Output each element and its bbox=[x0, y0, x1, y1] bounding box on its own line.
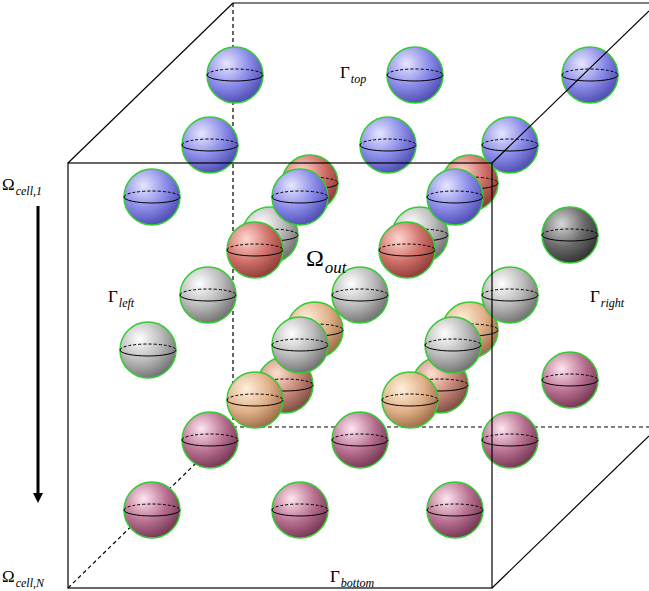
boundary-label: Γ bbox=[330, 568, 340, 585]
cell-sphere bbox=[332, 412, 388, 468]
cell-sphere bbox=[360, 117, 416, 173]
sphere-equator bbox=[382, 400, 438, 406]
sphere-equator bbox=[379, 244, 435, 250]
sphere-equator bbox=[227, 394, 283, 400]
cell-sphere bbox=[387, 47, 443, 103]
sphere-equator bbox=[332, 434, 388, 440]
sphere-equator bbox=[124, 191, 180, 197]
sphere-equator bbox=[387, 69, 443, 75]
cell-sphere bbox=[379, 222, 435, 278]
sphere-equator bbox=[562, 69, 618, 75]
cell-sphere bbox=[120, 322, 176, 378]
sphere-equator bbox=[207, 75, 263, 81]
sphere-equator bbox=[227, 244, 283, 250]
cell-sphere bbox=[227, 372, 283, 428]
cell-sphere bbox=[182, 412, 238, 468]
cell-sphere bbox=[562, 47, 618, 103]
sphere-equator bbox=[272, 510, 328, 516]
cell-sphere bbox=[425, 317, 481, 373]
sphere-equator bbox=[332, 440, 388, 446]
cell-sphere bbox=[482, 267, 538, 323]
cell-sphere bbox=[542, 352, 598, 408]
sphere-equator bbox=[427, 197, 483, 203]
boundary-label-subscript: top bbox=[351, 73, 366, 85]
sphere-equator bbox=[427, 191, 483, 197]
sphere-equator bbox=[272, 339, 328, 345]
sphere-equator bbox=[425, 345, 481, 351]
sphere-equator bbox=[482, 440, 538, 446]
boundary-label: Γ bbox=[108, 288, 118, 305]
boundary-label: Γ bbox=[590, 288, 600, 305]
sphere-equator bbox=[227, 400, 283, 406]
region-label-subscript: out bbox=[325, 259, 347, 276]
sphere-equator bbox=[482, 289, 538, 295]
sphere-equator bbox=[542, 229, 598, 235]
cell-sphere bbox=[272, 317, 328, 373]
sphere-equator bbox=[482, 139, 538, 145]
sphere-equator bbox=[272, 345, 328, 351]
cell-label-subscript: cell,N bbox=[16, 577, 44, 589]
sphere-equator bbox=[124, 197, 180, 203]
cell-sphere bbox=[427, 169, 483, 225]
sphere-equator bbox=[360, 139, 416, 145]
sphere-equator bbox=[562, 75, 618, 81]
boundary-label: Γ bbox=[340, 64, 350, 81]
sphere-equator bbox=[542, 235, 598, 241]
sphere-equator bbox=[182, 139, 238, 145]
region-label: Ω bbox=[306, 246, 324, 270]
sphere-equator bbox=[272, 191, 328, 197]
cell-sphere bbox=[272, 169, 328, 225]
cell-label-subscript: cell,1 bbox=[16, 185, 42, 197]
cell-sphere bbox=[124, 482, 180, 538]
sphere-equator bbox=[120, 344, 176, 350]
cell-sphere bbox=[207, 47, 263, 103]
sphere-equator bbox=[180, 289, 236, 295]
sphere-equator bbox=[180, 295, 236, 301]
sphere-equator bbox=[332, 295, 388, 301]
sphere-equator bbox=[182, 440, 238, 446]
cell-sphere bbox=[182, 117, 238, 173]
sphere-equator bbox=[482, 434, 538, 440]
sphere-equator bbox=[425, 339, 481, 345]
sphere-equator bbox=[542, 380, 598, 386]
cell-sphere bbox=[382, 372, 438, 428]
sphere-equator bbox=[207, 69, 263, 75]
cell-sphere bbox=[180, 267, 236, 323]
cell-sphere bbox=[482, 412, 538, 468]
cell-sphere bbox=[272, 482, 328, 538]
sphere-equator bbox=[272, 197, 328, 203]
sphere-equator bbox=[124, 504, 180, 510]
cell-sphere bbox=[542, 207, 598, 263]
sphere-equator bbox=[379, 250, 435, 256]
boundary-label-subscript: left bbox=[119, 297, 134, 309]
cell-label: Ω bbox=[2, 568, 15, 585]
sphere-equator bbox=[542, 374, 598, 380]
sphere-equator bbox=[387, 75, 443, 81]
sphere-equator bbox=[332, 289, 388, 295]
sphere-equator bbox=[182, 145, 238, 151]
sphere-equator bbox=[124, 510, 180, 516]
sphere-equator bbox=[227, 250, 283, 256]
cell-sphere bbox=[227, 222, 283, 278]
sphere-equator bbox=[427, 510, 483, 516]
sphere-equator bbox=[120, 350, 176, 356]
cell-sphere bbox=[124, 169, 180, 225]
boundary-label-subscript: bottom bbox=[341, 577, 374, 589]
cell-label: Ω bbox=[2, 176, 15, 193]
sphere-equator bbox=[360, 145, 416, 151]
sphere-equator bbox=[382, 394, 438, 400]
boundary-label-subscript: right bbox=[601, 297, 624, 309]
sphere-equator bbox=[427, 504, 483, 510]
sphere-equator bbox=[272, 504, 328, 510]
sphere-equator bbox=[182, 434, 238, 440]
sphere-equator bbox=[482, 295, 538, 301]
cell-sphere bbox=[427, 482, 483, 538]
